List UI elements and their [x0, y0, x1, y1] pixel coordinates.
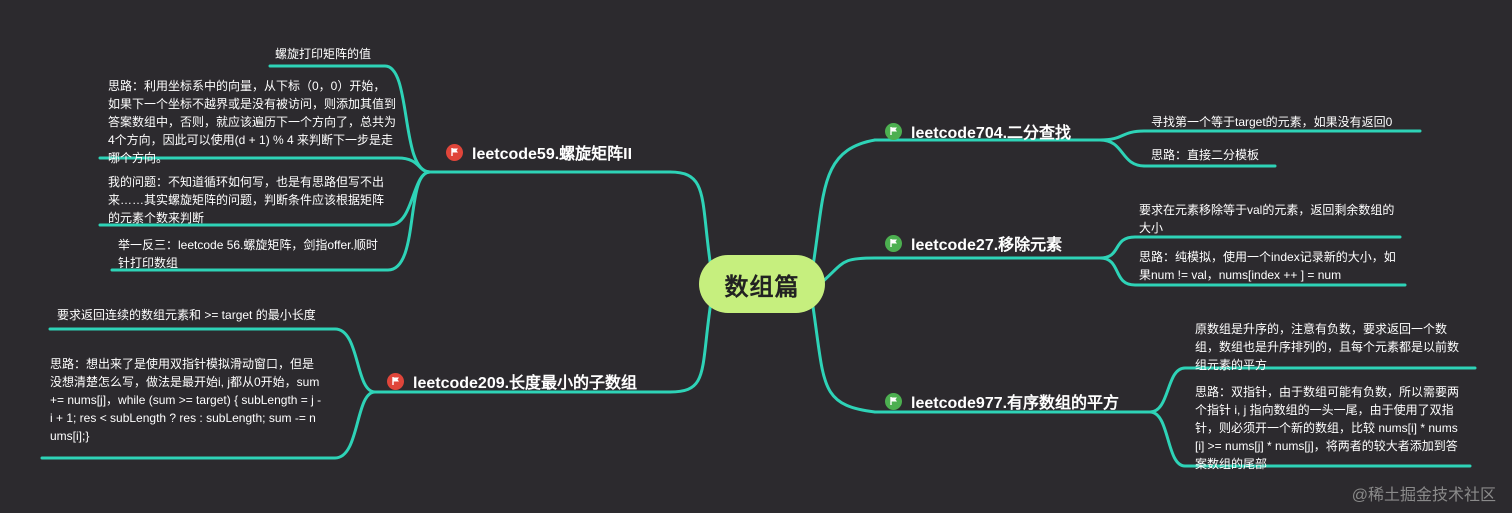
connector-lc209-note2	[40, 390, 377, 460]
connector-lc59-note4	[110, 170, 432, 272]
branch-title: leetcode209.长度最小的子数组	[413, 375, 638, 392]
note-lc209-1: 要求返回连续的数组元素和 >= target 的最小长度	[57, 308, 316, 322]
note-lc704-2: 思路：直接二分模板	[1151, 148, 1260, 162]
red-flag-icon	[446, 143, 463, 161]
connector-lc704-note1	[1098, 129, 1422, 142]
branch-title: leetcode977.有序数组的平方	[911, 395, 1120, 412]
connector-lc977-note2	[1148, 410, 1472, 468]
center-node[interactable]: 数组篇	[699, 255, 825, 313]
green-flag-icon	[885, 122, 902, 140]
note-lc59-1: 螺旋打印矩阵的值	[275, 47, 372, 61]
connector-lc209-note1	[48, 327, 377, 394]
green-flag-icon	[885, 392, 902, 410]
green-flag-icon	[885, 234, 902, 252]
note-lc977-1: 原数组是升序的，注意有负数，要求返回一个数组，数组也是升序排列的，且每个元素都是…	[1195, 322, 1460, 372]
branch-title: leetcode27.移除元素	[911, 237, 1063, 254]
branch-title: leetcode704.二分查找	[911, 125, 1072, 142]
red-flag-icon	[387, 372, 404, 390]
connector-lc27-note2	[1098, 256, 1407, 287]
connector-group	[40, 64, 1477, 468]
note-lc209-2: 思路：想出来了是使用双指针模拟滑动窗口，但是没想清楚怎么写，做法是最开始i, j…	[50, 357, 322, 443]
note-lc977-2: 思路：双指针，由于数组可能有负数，所以需要两个指针 i, j 指向数组的一头一尾…	[1195, 385, 1460, 471]
connector-center-to-lc704	[810, 138, 877, 274]
branch-lc59[interactable]: leetcode59.螺旋矩阵II	[446, 140, 632, 164]
note-lc59-4: 举一反三：leetcode 56.螺旋矩阵，剑指offer.顺时针打印数组	[118, 238, 378, 270]
note-lc59-3: 我的问题：不知道循环如何写，也是有思路但写不出来……其实螺旋矩阵的问题，判断条件…	[108, 175, 385, 225]
connector-lc704-note2	[1098, 138, 1277, 168]
connector-center-to-lc209	[668, 293, 714, 394]
branch-lc977[interactable]: leetcode977.有序数组的平方	[885, 389, 1119, 413]
branch-lc704[interactable]: leetcode704.二分查找	[885, 119, 1071, 143]
note-lc27-2: 思路：纯模拟，使用一个index记录新的大小，如果num != val，nums…	[1139, 250, 1396, 282]
note-lc59-2: 思路：利用坐标系中的向量，从下标（0，0）开始，如果下一个坐标不越界或是没有被访…	[108, 79, 397, 165]
watermark: @稀土掘金技术社区	[1351, 487, 1496, 504]
connector-center-to-lc59	[668, 170, 714, 277]
note-lc704-1: 寻找第一个等于target的元素，如果没有返回0	[1151, 115, 1393, 129]
connector-center-to-lc27	[818, 256, 877, 286]
note-lc27-1: 要求在元素移除等于val的元素，返回剩余数组的大小	[1139, 203, 1395, 235]
connector-lc977-note1	[1148, 366, 1477, 414]
branch-lc209[interactable]: leetcode209.长度最小的子数组	[387, 369, 637, 393]
branch-lc27[interactable]: leetcode27.移除元素	[885, 231, 1062, 255]
connector-lc27-note1	[1098, 235, 1402, 260]
branch-title: leetcode59.螺旋矩阵II	[472, 146, 633, 163]
connector-center-to-lc977	[810, 298, 877, 414]
